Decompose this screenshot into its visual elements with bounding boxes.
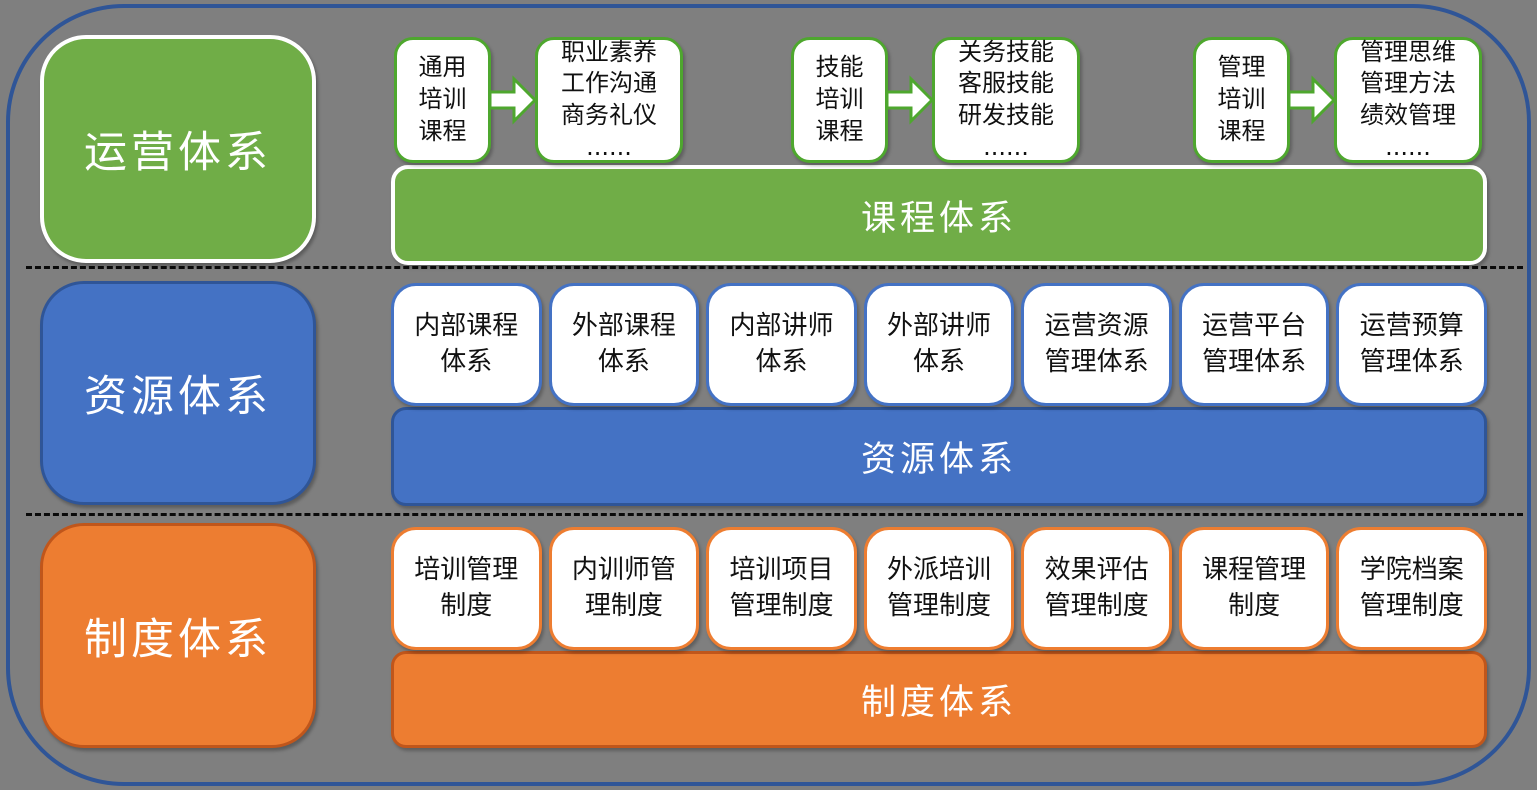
institution-box: 外派培训 管理制度 xyxy=(863,527,1015,650)
institution-box-label: 课程管理 制度 xyxy=(1202,555,1307,621)
course-target-label: 管理思维 管理方法 绩效管理 ...... xyxy=(1360,37,1456,161)
course-target-label: 关务技能 客服技能 研发技能 ...... xyxy=(958,37,1054,161)
resource-box-label: 外部课程 体系 xyxy=(571,311,676,377)
resource-box: 运营预算 管理体系 xyxy=(1336,283,1488,406)
institution-box-label: 外派培训 管理制度 xyxy=(887,555,992,621)
section-label-operation: 运营体系 xyxy=(84,128,272,178)
resource-box-label: 内部课程 体系 xyxy=(414,311,519,377)
section-box-resource: 资源体系 xyxy=(40,281,316,505)
section-box-institution: 制度体系 xyxy=(40,523,316,748)
institution-box: 课程管理 制度 xyxy=(1178,527,1330,650)
resource-box: 外部讲师 体系 xyxy=(863,283,1015,406)
section-label-institution: 制度体系 xyxy=(84,614,272,665)
course-source-box: 技能 培训 课程 xyxy=(791,37,888,163)
course-source-label: 通用 培训 课程 xyxy=(418,53,467,145)
institution-system-bar: 制度体系 xyxy=(391,651,1487,748)
resource-box-label: 运营平台 管理体系 xyxy=(1202,311,1307,377)
institution-box-label: 效果评估 管理制度 xyxy=(1044,555,1149,621)
section-label-resource: 资源体系 xyxy=(84,372,272,422)
resource-box: 内部课程 体系 xyxy=(391,283,542,406)
institution-box: 培训项目 管理制度 xyxy=(706,527,857,650)
institution-box-label: 学院档案 管理制度 xyxy=(1359,555,1464,621)
diagram-rounded-border xyxy=(6,4,1531,786)
resource-box-label: 外部讲师 体系 xyxy=(887,311,992,377)
institution-box-label: 培训管理 制度 xyxy=(414,555,519,621)
arrow-right-icon xyxy=(886,75,934,125)
course-group-skill: 技能 培训 课程 关务技能 客服技能 研发技能 ...... xyxy=(791,37,1080,163)
resource-box-label: 内部讲师 体系 xyxy=(729,311,834,377)
course-target-box: 关务技能 客服技能 研发技能 ...... xyxy=(932,37,1080,163)
institution-box: 内训师管 理制度 xyxy=(548,527,700,650)
course-target-box: 职业素养 工作沟通 商务礼仪 ...... xyxy=(535,37,683,163)
resource-system-bar-label: 资源体系 xyxy=(860,440,1017,480)
institution-box: 效果评估 管理制度 xyxy=(1021,527,1172,650)
resource-box: 外部课程 体系 xyxy=(548,283,700,406)
institution-system-bar-label: 制度体系 xyxy=(860,683,1017,723)
arrow-right-icon xyxy=(489,75,537,125)
resource-box: 运营资源 管理体系 xyxy=(1021,283,1172,406)
arrow-right-icon xyxy=(1288,75,1336,125)
section-box-operation: 运营体系 xyxy=(40,35,316,263)
institution-box-label: 内训师管 理制度 xyxy=(571,555,676,621)
course-source-box: 通用 培训 课程 xyxy=(394,37,491,163)
institution-box-row: 培训管理 制度 内训师管 理制度 培训项目 管理制度 外派培训 管理制度 效果评… xyxy=(391,527,1488,650)
resource-box: 运营平台 管理体系 xyxy=(1178,283,1330,406)
course-group-general: 通用 培训 课程 职业素养 工作沟通 商务礼仪 ...... xyxy=(394,37,683,163)
resource-system-bar: 资源体系 xyxy=(391,407,1487,506)
resource-box-row: 内部课程 体系 外部课程 体系 内部讲师 体系 外部讲师 体系 运营资源 管理体… xyxy=(391,283,1488,406)
course-source-label: 管理 培训 课程 xyxy=(1217,53,1266,145)
course-target-box: 管理思维 管理方法 绩效管理 ...... xyxy=(1334,37,1482,163)
section-divider xyxy=(26,513,1523,516)
section-divider xyxy=(26,266,1523,269)
institution-box: 培训管理 制度 xyxy=(391,527,542,650)
course-target-label: 职业素养 工作沟通 商务礼仪 ...... xyxy=(561,37,657,161)
course-group-management: 管理 培训 课程 管理思维 管理方法 绩效管理 ...... xyxy=(1193,37,1482,163)
course-source-label: 技能 培训 课程 xyxy=(815,53,864,145)
resource-box: 内部讲师 体系 xyxy=(706,283,857,406)
resource-box-label: 运营资源 管理体系 xyxy=(1044,311,1149,377)
course-system-bar: 课程体系 xyxy=(391,165,1487,265)
institution-box: 学院档案 管理制度 xyxy=(1336,527,1488,650)
institution-box-label: 培训项目 管理制度 xyxy=(729,555,834,621)
course-source-box: 管理 培训 课程 xyxy=(1193,37,1290,163)
resource-box-label: 运营预算 管理体系 xyxy=(1359,311,1464,377)
course-system-bar-label: 课程体系 xyxy=(860,198,1017,239)
